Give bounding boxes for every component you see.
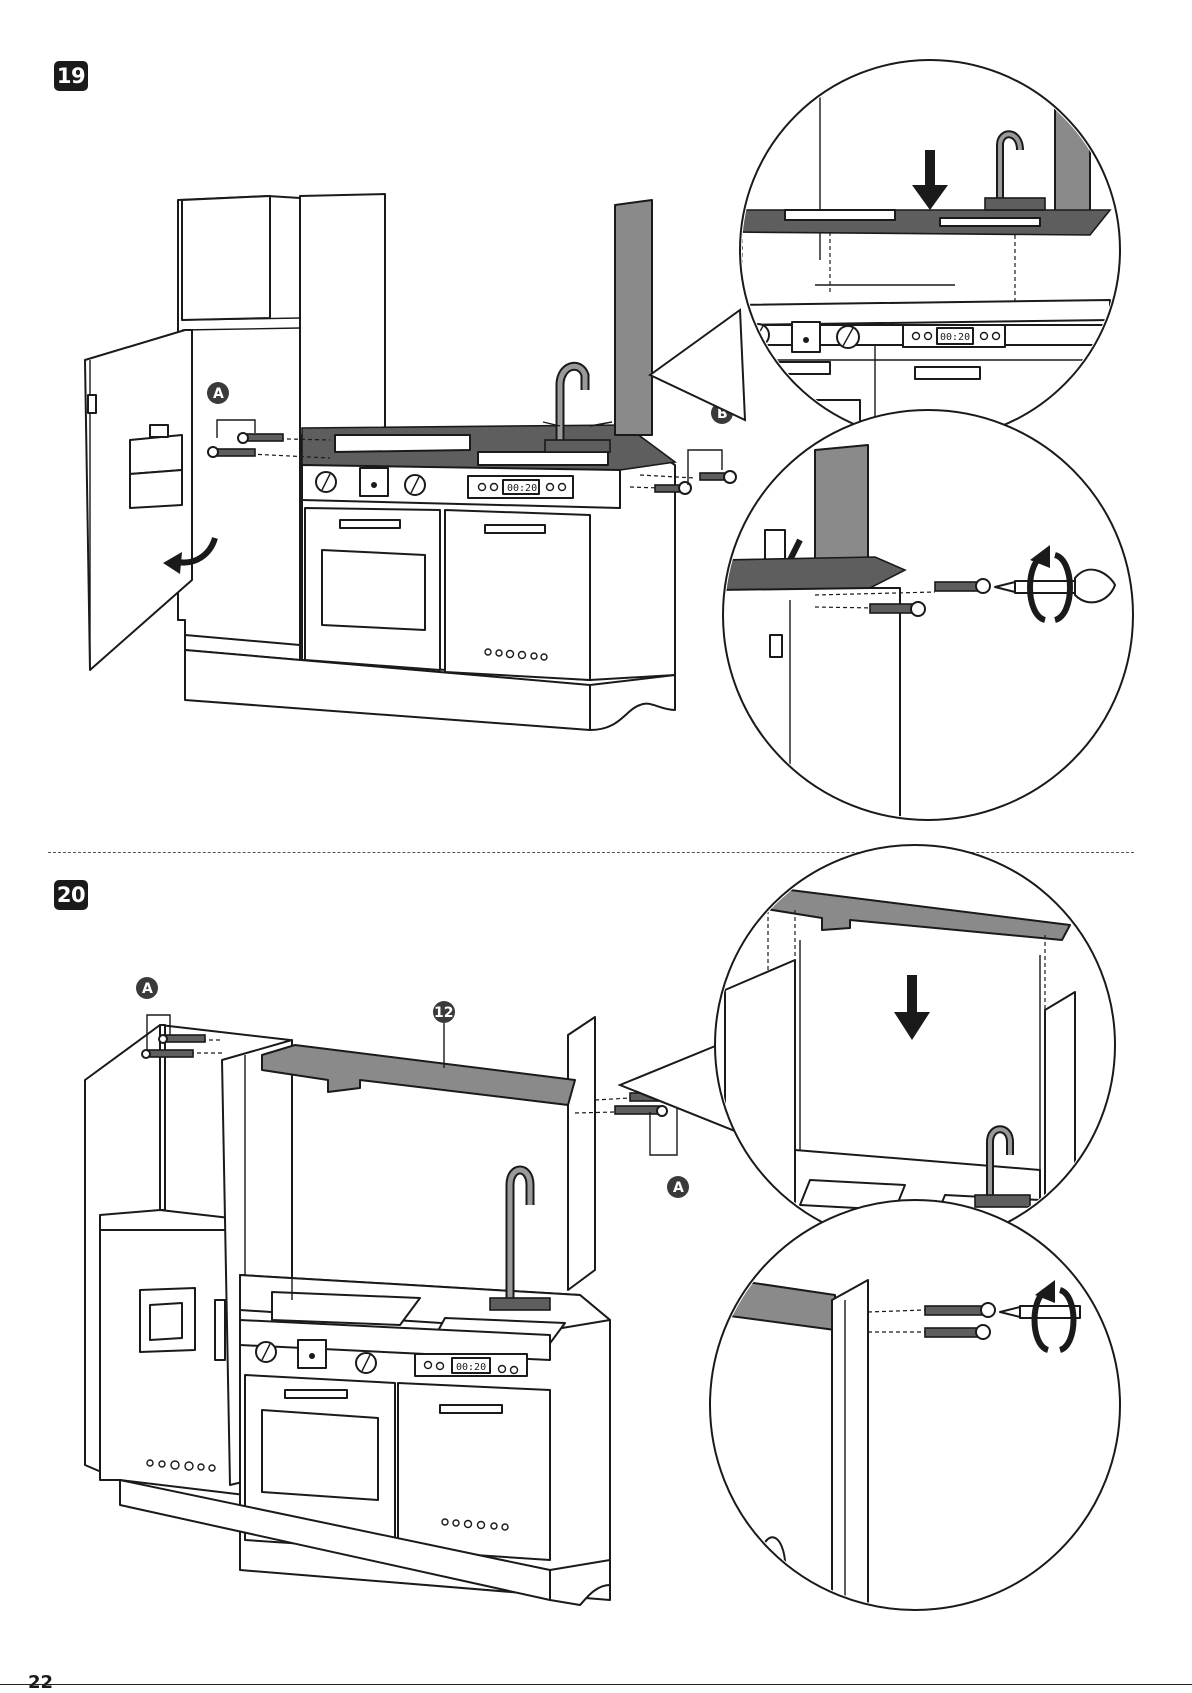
zoom-detail-top: 00:20 (650, 60, 1120, 460)
callout-a-bottom: A (673, 1180, 684, 1196)
step-19-illustration: 00:20 A (0, 60, 1192, 820)
zoom-timer-display: 00:20 (940, 332, 970, 343)
zoom-detail-bottom (700, 1200, 1120, 1640)
callout-a: A (213, 386, 224, 402)
step-20-illustration: 00:20 12 A (0, 880, 1192, 1670)
zoom-detail-bottom (720, 410, 1133, 860)
callout-part-12: 12 (434, 1005, 453, 1021)
timer-display: 00:20 (507, 483, 537, 494)
callout-a-top: A (142, 981, 153, 997)
zoom-detail-top (620, 845, 1115, 1260)
timer-display: 00:20 (456, 1362, 486, 1373)
page-number: 22 (28, 1672, 53, 1693)
